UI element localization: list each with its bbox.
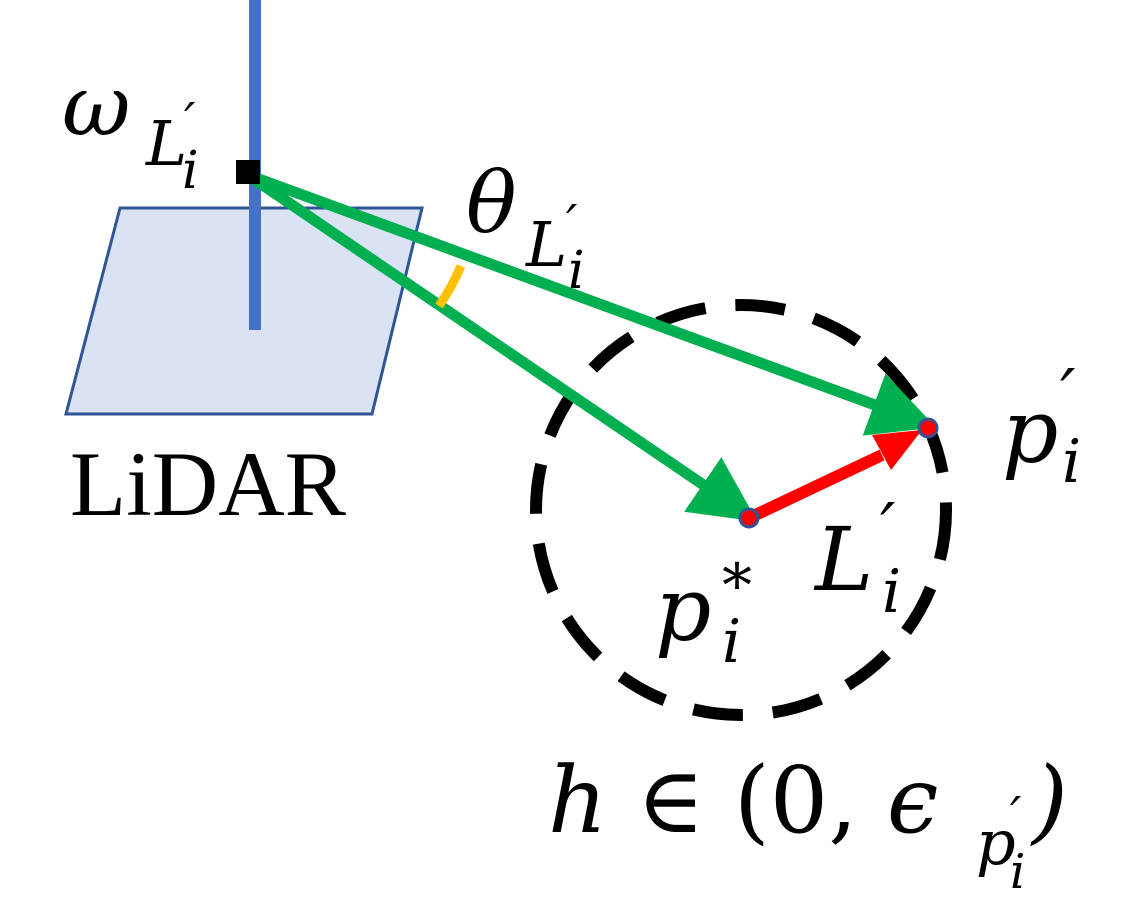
svg-text:i: i	[182, 141, 199, 201]
svg-text:i: i	[882, 557, 901, 627]
svg-text:i: i	[1062, 427, 1081, 497]
svg-text:i: i	[1010, 844, 1025, 900]
svg-text:ω: ω	[62, 57, 131, 155]
svg-text:p: p	[655, 558, 711, 661]
ray-to-p-prime	[246, 169, 936, 436]
neighborhood-circle	[530, 299, 952, 721]
lidar-label: LiDAR	[70, 433, 347, 535]
svg-text:): )	[1030, 747, 1068, 854]
l-prime-label: L ′ i	[813, 490, 901, 627]
displacement-vector	[746, 449, 885, 524]
range-label: h ∈ (0, ϵ p ′ i )	[548, 747, 1068, 900]
svg-text:i: i	[722, 607, 741, 677]
svg-text:′: ′	[184, 92, 196, 150]
theta-label: θ L ′ i	[466, 154, 585, 301]
svg-text:′: ′	[1060, 356, 1076, 435]
lidar-plane	[64, 206, 424, 416]
svg-text:′: ′	[566, 194, 578, 252]
displacement-arrowhead	[872, 430, 922, 470]
svg-text:p: p	[976, 806, 1016, 879]
svg-text:′: ′	[1010, 786, 1022, 844]
svg-text:L: L	[145, 107, 187, 180]
point-p-star	[738, 507, 760, 529]
svg-text:h ∈ (0, ϵ: h ∈ (0, ϵ	[548, 747, 938, 854]
svg-text:i: i	[568, 241, 585, 301]
svg-text:′: ′	[880, 490, 896, 569]
svg-text:L: L	[813, 508, 873, 611]
p-star-label: p * i	[655, 551, 752, 677]
point-p-prime	[917, 417, 939, 439]
angle-arc	[435, 264, 466, 309]
svg-text:L: L	[525, 208, 567, 281]
p-prime-label: p ′ i	[1002, 356, 1081, 497]
ray-to-p-star	[244, 170, 758, 522]
svg-text:θ: θ	[466, 154, 517, 252]
sensor-origin-marker	[236, 160, 260, 184]
omega-label: ω L ′ i	[62, 57, 199, 201]
svg-text:p: p	[1002, 380, 1058, 483]
svg-text:*: *	[722, 551, 752, 621]
